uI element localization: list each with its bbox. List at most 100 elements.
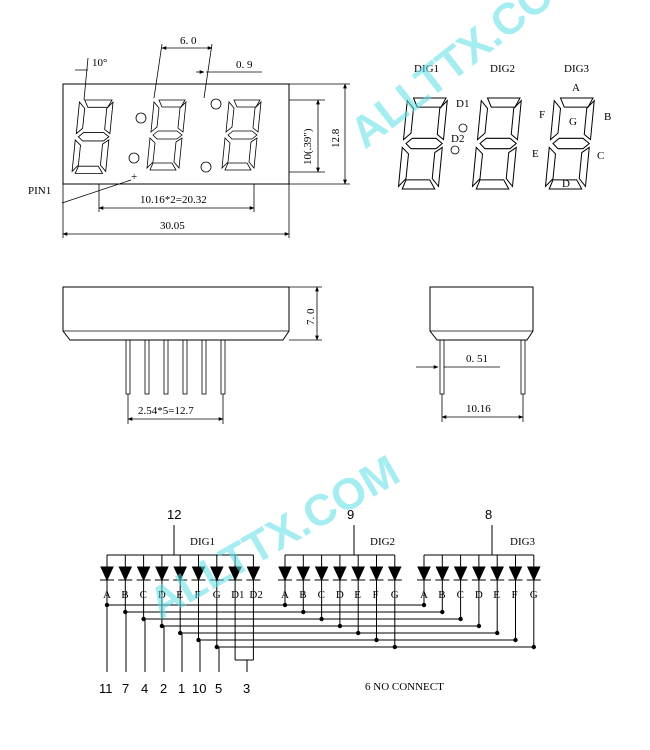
diode-symbol <box>278 566 292 582</box>
front-view: 10° 6. 0 0. 9 12.8 10(.39") PIN1 + 10.16… <box>28 35 350 238</box>
diode-symbol <box>435 566 450 582</box>
pitch-label: 6. 0 <box>180 35 197 47</box>
row-spacing-label: 10.16 <box>466 403 491 415</box>
legend-dig3: DIG3 <box>564 63 590 75</box>
segment-label: B <box>299 589 306 601</box>
digit-spacing-label: 10.16*2=20.32 <box>140 194 207 206</box>
legend-seg-a: A <box>572 82 580 94</box>
legend-seg-b: B <box>604 111 611 123</box>
diode-symbol <box>155 566 169 582</box>
segment-label: F <box>512 589 518 601</box>
diode-symbol <box>351 566 365 582</box>
junction-dot <box>440 609 445 615</box>
diode-symbol <box>527 566 541 582</box>
diode-symbol <box>210 566 224 582</box>
dig1-label: DIG1 <box>190 536 215 548</box>
junction-dot <box>495 630 500 636</box>
segment-label: G <box>530 589 538 601</box>
pin-number: 11 <box>99 681 113 696</box>
segment-label: E <box>493 589 500 601</box>
dig1-common-pin: 12 <box>167 507 181 522</box>
junction-dot <box>319 616 324 622</box>
segment-label: F <box>195 589 201 601</box>
angle-label: 10° <box>92 57 107 69</box>
dig2-label: DIG2 <box>370 536 395 548</box>
digit-height-label: 10(.39") <box>302 128 314 165</box>
total-width-label: 30.05 <box>160 220 185 232</box>
diode-symbol <box>490 566 504 582</box>
legend-d1: D1 <box>456 98 469 110</box>
diode-symbol <box>472 566 486 582</box>
watermark-top: ALLTTX.COM <box>341 0 592 158</box>
legend-dig1: DIG1 <box>414 63 439 75</box>
watermark-bottom: ALLTTX.COM <box>141 446 408 629</box>
dig3-common-pin: 8 <box>485 507 492 522</box>
junction-dot <box>513 637 518 643</box>
segment-label: D <box>158 589 166 601</box>
diode-symbol <box>246 566 261 582</box>
diode-symbol <box>453 566 468 582</box>
legend-seg-d: D <box>562 178 570 190</box>
pin-number: 3 <box>243 681 250 696</box>
side-pins <box>125 339 226 395</box>
segment-label: F <box>373 589 379 601</box>
segment-label: C <box>318 589 325 601</box>
no-connect-note: 6 NO CONNECT <box>365 681 444 693</box>
dig2-common-pin: 9 <box>347 507 354 522</box>
pin-width-label: 0. 51 <box>466 353 488 365</box>
junction-dot <box>123 609 128 615</box>
height-12-8-label: 12.8 <box>330 128 342 148</box>
segment-label: G <box>391 589 399 601</box>
diode-symbol <box>314 566 329 582</box>
pin-number: 7 <box>122 681 129 696</box>
diode-symbol <box>228 566 242 582</box>
diode-symbol <box>136 566 151 582</box>
junction-dot <box>392 644 397 650</box>
segment-label: C <box>457 589 464 601</box>
seg-width-label: 0. 9 <box>236 59 253 71</box>
plus-mark: + <box>131 171 137 183</box>
pin-number: 4 <box>141 681 148 696</box>
junction-dot <box>476 623 482 629</box>
junction-dot <box>178 630 183 636</box>
segment-label: E <box>354 589 361 601</box>
legend-seg-g: G <box>569 116 577 128</box>
junction-dot <box>159 623 165 629</box>
diode-symbol <box>118 566 133 582</box>
diode-symbol <box>296 566 311 582</box>
legend-seg-e: E <box>532 148 539 160</box>
legend-d2: D2 <box>451 133 464 145</box>
segment-label: C <box>140 589 147 601</box>
legend-seg-c: C <box>597 150 604 162</box>
diode-symbol <box>417 566 431 582</box>
segment-label: D1 <box>231 589 244 601</box>
diode-symbol <box>369 566 384 582</box>
junction-dot <box>301 609 306 615</box>
junction-dot <box>531 644 536 650</box>
segment-label: D <box>336 589 344 601</box>
junction-dot <box>356 630 361 636</box>
diode-symbol <box>191 566 206 582</box>
segment-label: D2 <box>249 589 262 601</box>
segment-legend: DIG1 DIG2 DIG3 D1 D2 A B C D E F G <box>397 63 611 190</box>
segment-label: E <box>176 589 183 601</box>
junction-dot <box>337 623 343 629</box>
segment-label: A <box>103 589 111 601</box>
diode-symbol <box>388 566 402 582</box>
segment-label: A <box>281 589 289 601</box>
junction-dot <box>374 637 379 643</box>
pin1-label: PIN1 <box>28 185 51 197</box>
junction-dot <box>458 616 463 622</box>
pin-number: 5 <box>215 681 222 696</box>
diode-symbol <box>100 566 114 582</box>
side-view: 7. 0 2.54*5=12.7 <box>62 286 322 424</box>
junction-dot <box>214 644 219 650</box>
diode-symbol <box>508 566 523 582</box>
junction-dot <box>282 602 288 608</box>
pin-number: 10 <box>192 681 206 696</box>
side-height-label: 7. 0 <box>305 308 317 325</box>
junction-dot <box>421 602 427 608</box>
segment-label: A <box>420 589 428 601</box>
